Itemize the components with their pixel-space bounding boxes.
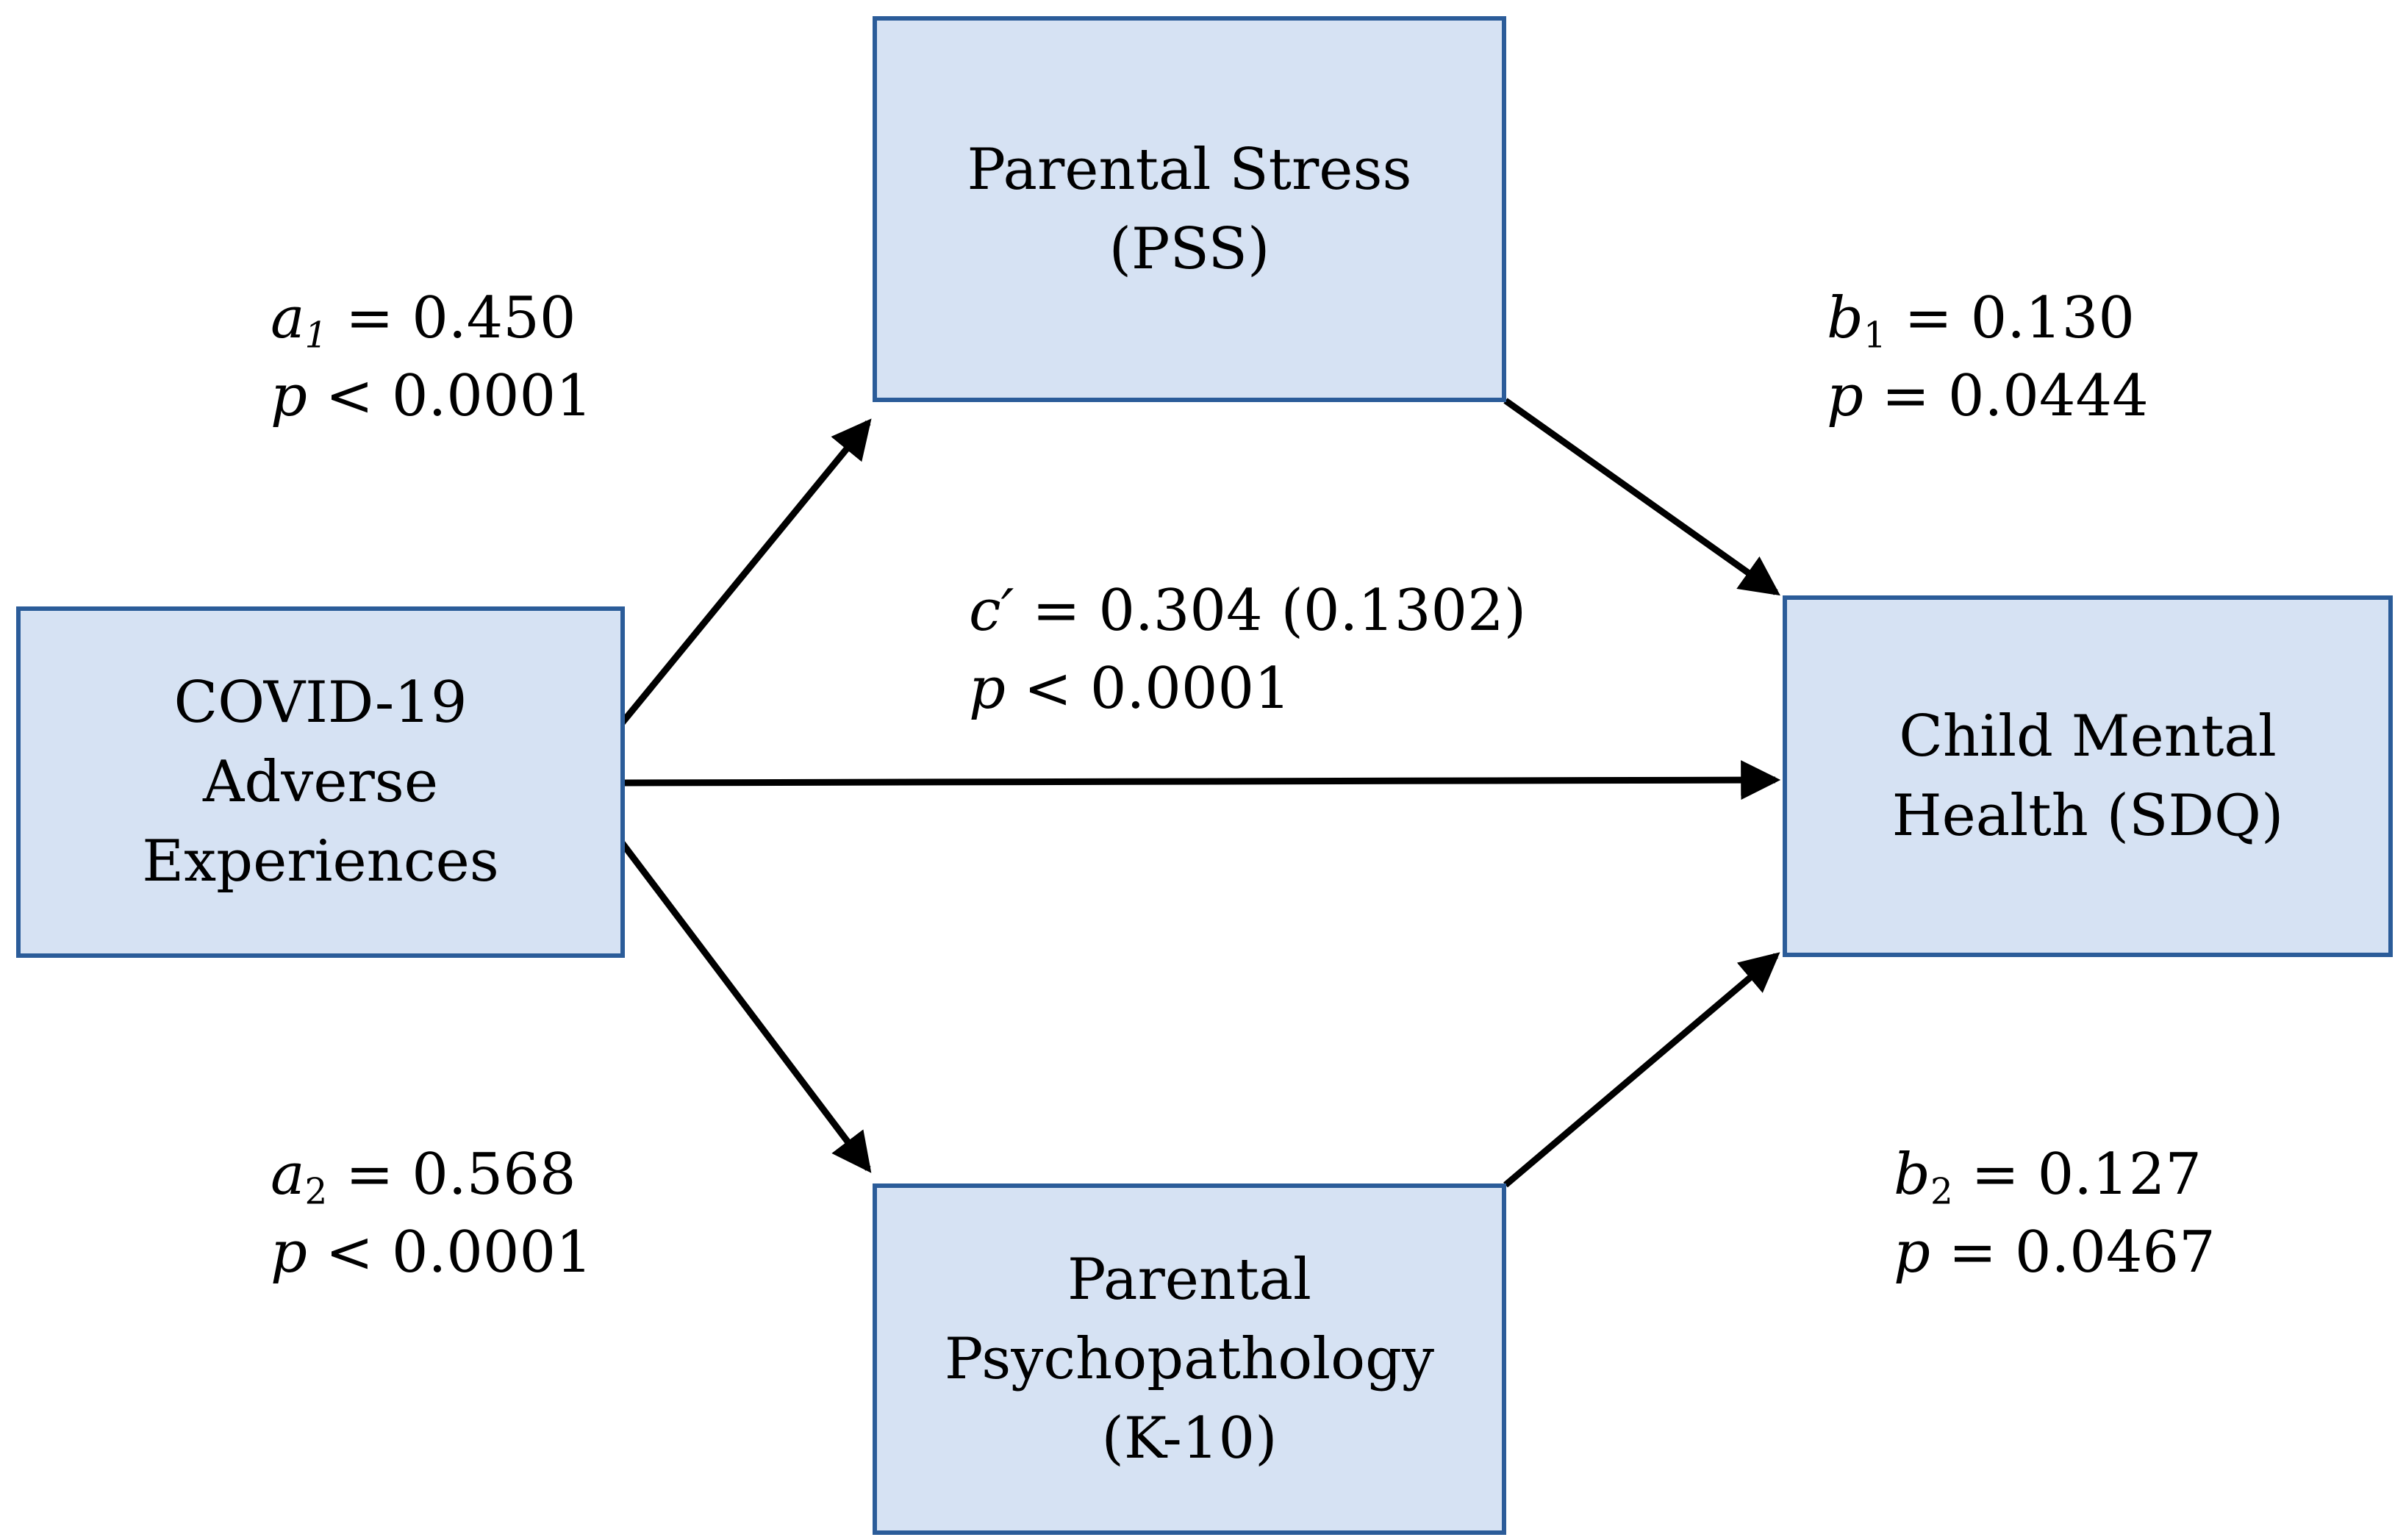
b1-coefficient: b1 = 0.130	[1827, 285, 2135, 357]
a1-coefficient: a1 = 0.450	[271, 285, 576, 357]
path-a1-label: a1 = 0.450 p < 0.0001	[271, 279, 592, 435]
a2-p-value: p < 0.0001	[271, 1220, 592, 1286]
covid-box-line-3: Experiences	[142, 828, 499, 895]
stress-box-line-1: Parental Stress	[967, 136, 1412, 203]
psychopathology-box-line-2: Psychopathology	[944, 1326, 1435, 1392]
path-b1-label: b1 = 0.130 p = 0.0444	[1827, 279, 2149, 435]
covid-box-line-1: COVID-19	[173, 670, 468, 736]
arrow-a1	[618, 418, 872, 726]
stress-box-line-2: (PSS)	[1109, 215, 1270, 282]
child-mental-health-box: Child Mental Health (SDQ)	[1783, 595, 2393, 957]
c-prime-coefficient: c′ = 0.304 (0.1302)	[969, 578, 1527, 644]
child-box-line-1: Child Mental	[1899, 703, 2277, 770]
parental-stress-box: Parental Stress (PSS)	[873, 16, 1506, 402]
path-c-prime-label: c′ = 0.304 (0.1302) p < 0.0001	[969, 572, 1526, 728]
arrow-b1	[1503, 398, 1780, 596]
covid-box-line-2: Adverse	[203, 749, 438, 815]
parental-psychopathology-box: Parental Psychopathology (K-10)	[873, 1183, 1506, 1535]
arrow-b2	[1503, 952, 1780, 1188]
path-b2-label: b2 = 0.127 p = 0.0467	[1894, 1136, 2216, 1292]
b2-p-value: p = 0.0467	[1894, 1220, 2216, 1286]
b2-coefficient: b2 = 0.127	[1894, 1142, 2202, 1213]
c-prime-p-value: p < 0.0001	[969, 656, 1291, 722]
b1-p-value: p = 0.0444	[1827, 363, 2149, 429]
psychopathology-box-line-1: Parental	[1067, 1247, 1311, 1313]
arrow-c-prime	[623, 760, 1781, 801]
a2-coefficient: a2 = 0.568	[271, 1142, 576, 1213]
arrow-a2	[618, 839, 872, 1173]
path-a2-label: a2 = 0.568 p < 0.0001	[271, 1136, 592, 1292]
child-box-line-2: Health (SDQ)	[1891, 783, 2284, 849]
psychopathology-box-line-3: (K-10)	[1101, 1405, 1278, 1472]
covid-adverse-experiences-box: COVID-19 Adverse Experiences	[16, 606, 625, 958]
a1-p-value: p < 0.0001	[271, 363, 592, 429]
